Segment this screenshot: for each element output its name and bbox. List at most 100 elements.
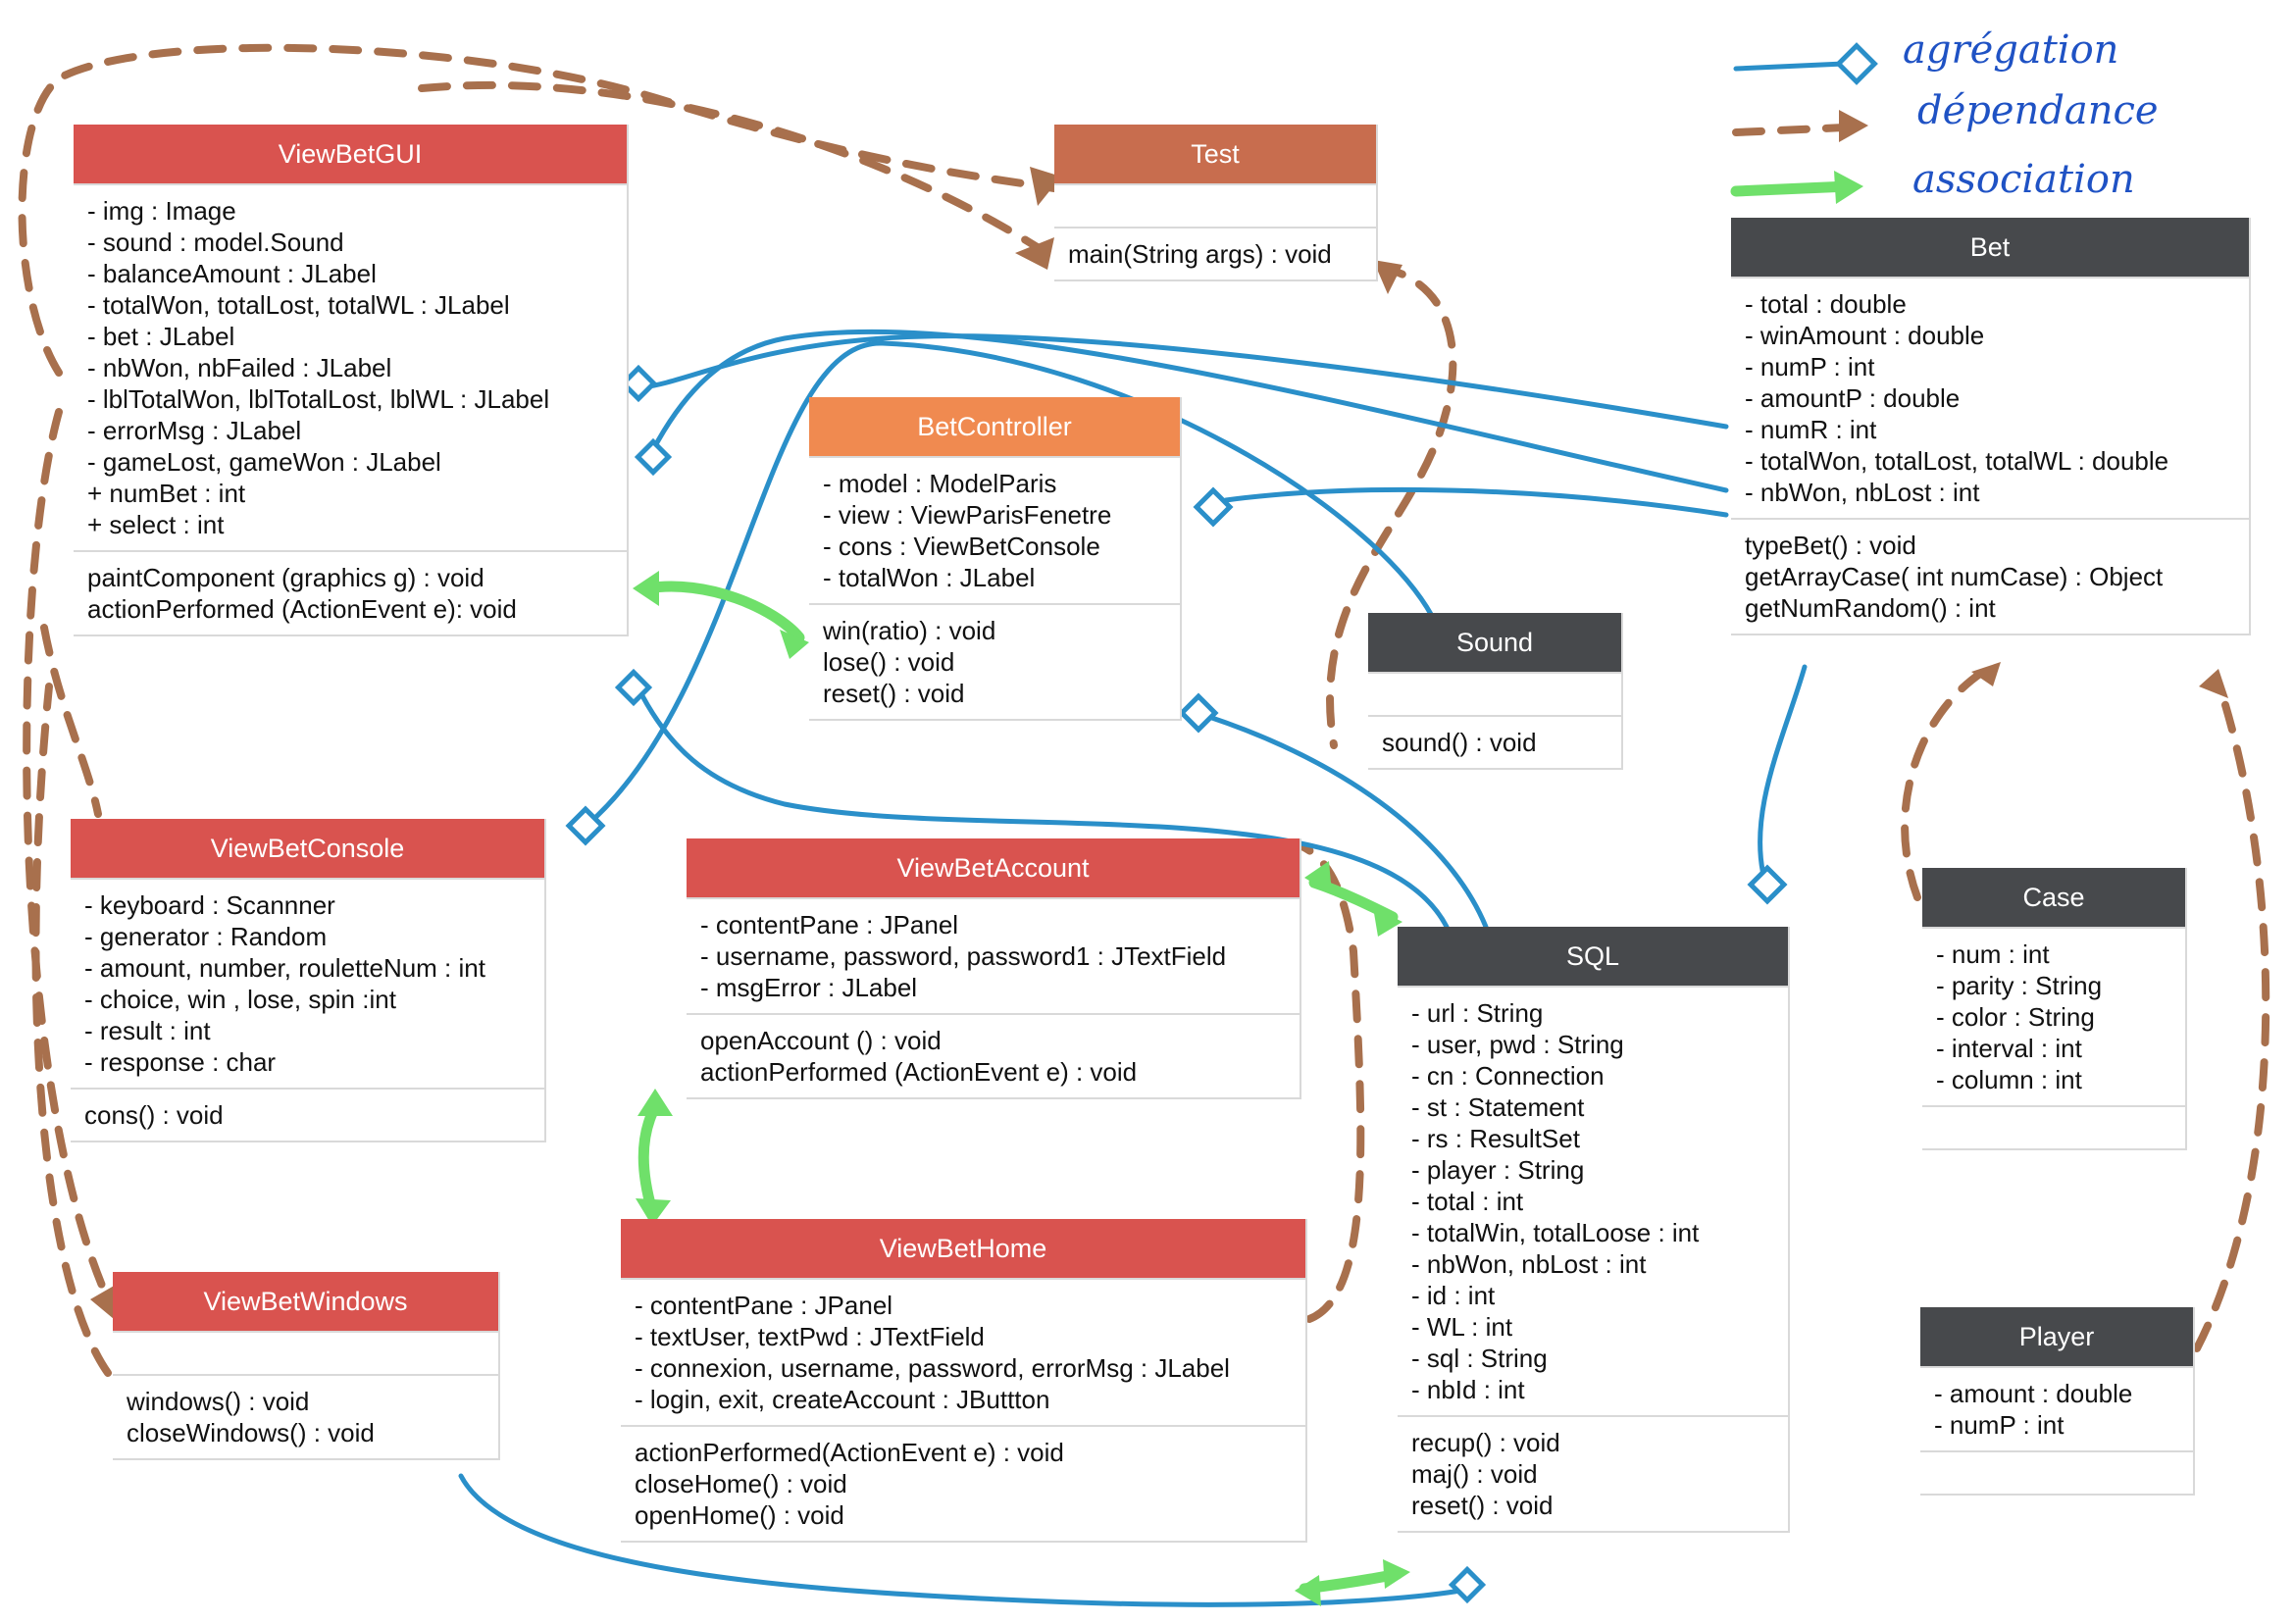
class-viewbetgui: ViewBetGUI- img : Image- sound : model.S…: [74, 125, 629, 636]
method-row: actionPerformed(ActionEvent e) : void: [635, 1438, 1064, 1467]
dependency-gui-to-console: [40, 624, 102, 818]
dependency-player-to-bet: [2193, 673, 2270, 1352]
legend-dependency-label: dépendance: [1917, 88, 2159, 133]
class-name: ViewBetGUI: [74, 125, 627, 183]
attributes-section: - total : double- winAmount : double- nu…: [1731, 277, 2249, 518]
methods-section: [1920, 1450, 2193, 1494]
aggregation-sql-to-controller: [1203, 713, 1489, 930]
legend-aggregation-line: [1733, 61, 1847, 72]
arrowhead: [1971, 662, 2001, 686]
attributes-section: [1368, 672, 1621, 715]
dependency-gui-to-test: [18, 43, 1058, 377]
attribute-row: - username, password, password1 : JTextF…: [700, 941, 1227, 971]
attribute-row: - totalWin, totalLoose : int: [1411, 1218, 1700, 1247]
attribute-row: - response : char: [84, 1047, 277, 1077]
attribute-row: - login, exit, createAccount : JButtton: [635, 1385, 1050, 1414]
legend-dependency-line: [1732, 124, 1848, 136]
method-row: actionPerformed (ActionEvent e): void: [87, 594, 517, 624]
legend-association-line: [1730, 180, 1855, 197]
method-row: cons() : void: [84, 1100, 224, 1130]
attribute-row: - bet : JLabel: [87, 322, 235, 351]
method-row: reset() : void: [1411, 1491, 1554, 1520]
legend-association-label: association: [1912, 157, 2135, 202]
method-row: paintComponent (graphics g) : void: [87, 563, 484, 592]
attribute-row: + numBet : int: [87, 479, 246, 508]
dependency-windows-loop: [31, 683, 112, 1377]
methods-section: cons() : void: [71, 1088, 544, 1141]
attribute-row: - errorMsg : JLabel: [87, 416, 302, 445]
attributes-section: - contentPane : JPanel- textUser, textPw…: [621, 1278, 1305, 1425]
class-name: BetController: [809, 397, 1180, 456]
attribute-row: - msgError : JLabel: [700, 973, 918, 1002]
attribute-row: - total : double: [1745, 289, 1907, 319]
attributes-section: - img : Image- sound : model.Sound- bala…: [74, 183, 627, 550]
class-name: SQL: [1398, 927, 1788, 986]
methods-section: main(String args) : void: [1054, 227, 1376, 279]
attributes-section: [1054, 183, 1376, 227]
method-row: closeHome() : void: [635, 1469, 847, 1498]
attribute-row: - id : int: [1411, 1281, 1496, 1310]
attribute-row: - totalWon : JLabel: [823, 563, 1036, 592]
attributes-section: - amount : double- numP : int: [1920, 1366, 2193, 1450]
attribute-row: - cn : Connection: [1411, 1061, 1605, 1091]
class-name: Case: [1922, 868, 2185, 927]
arrowhead: [780, 630, 809, 659]
method-row: getNumRandom() : int: [1745, 593, 1996, 623]
attribute-row: - contentPane : JPanel: [700, 910, 959, 939]
class-viewbetaccount: ViewBetAccount- contentPane : JPanel- us…: [687, 838, 1301, 1099]
attribute-row: - interval : int: [1936, 1034, 2082, 1063]
aggregation-windows-to-sql: [458, 1473, 1474, 1607]
attribute-row: - numP : int: [1745, 352, 1875, 381]
class-bet: Bet- total : double- winAmount : double-…: [1731, 218, 2251, 635]
diamond-head: [1747, 864, 1788, 905]
arrowhead: [633, 571, 659, 606]
attribute-row: - rs : ResultSet: [1411, 1124, 1580, 1153]
attribute-row: - gameLost, gameWon : JLabel: [87, 447, 441, 477]
attribute-row: - textUser, textPwd : JTextField: [635, 1322, 985, 1351]
attribute-row: - column : int: [1936, 1065, 2082, 1094]
attribute-row: - choice, win , lose, spin :int: [84, 985, 396, 1014]
diamond-head: [614, 668, 653, 707]
method-row: actionPerformed (ActionEvent e) : void: [700, 1057, 1138, 1087]
arrowhead: [1383, 1559, 1410, 1589]
method-row: maj() : void: [1411, 1459, 1538, 1489]
arrowhead: [1030, 167, 1061, 206]
attribute-row: - model : ModelParis: [823, 469, 1057, 498]
attributes-section: - contentPane : JPanel- username, passwo…: [687, 897, 1300, 1013]
attribute-row: - sql : String: [1411, 1344, 1548, 1373]
aggregation-sql-to-gui: [635, 684, 1450, 930]
diamond-head: [1193, 486, 1234, 528]
attribute-row: - contentPane : JPanel: [635, 1291, 893, 1320]
class-name: Player: [1920, 1307, 2193, 1366]
class-name: Bet: [1731, 218, 2249, 277]
aggregation-sound-to-gui: [586, 340, 1435, 827]
attribute-row: - user, pwd : String: [1411, 1030, 1624, 1059]
attribute-row: - player : String: [1411, 1155, 1585, 1185]
aggregation-bet-to-sql: [1758, 664, 1808, 886]
methods-section: [1922, 1105, 2185, 1148]
attribute-row: - num : int: [1936, 939, 2050, 969]
method-row: win(ratio) : void: [823, 616, 996, 645]
method-row: typeBet() : void: [1745, 531, 1916, 560]
diamond-head: [1178, 692, 1219, 734]
legend-arrowhead: [1839, 110, 1868, 142]
attribute-row: - connexion, username, password, errorMs…: [635, 1353, 1230, 1383]
aggregation-bet-to-gui-2: [644, 329, 1729, 493]
attribute-row: - result : int: [84, 1016, 211, 1045]
arrowhead: [1373, 260, 1402, 294]
association-gui-controller: [641, 581, 805, 643]
class-player: Player- amount : double- numP : int: [1920, 1307, 2195, 1496]
class-sql: SQL- url : String- user, pwd : String- c…: [1398, 927, 1790, 1533]
attribute-row: - st : Statement: [1411, 1092, 1585, 1122]
class-viewbetconsole: ViewBetConsole- keyboard : Scannner- gen…: [71, 819, 546, 1142]
arrowhead: [1373, 907, 1402, 937]
attribute-row: + select : int: [87, 510, 225, 539]
attributes-section: [113, 1331, 498, 1374]
